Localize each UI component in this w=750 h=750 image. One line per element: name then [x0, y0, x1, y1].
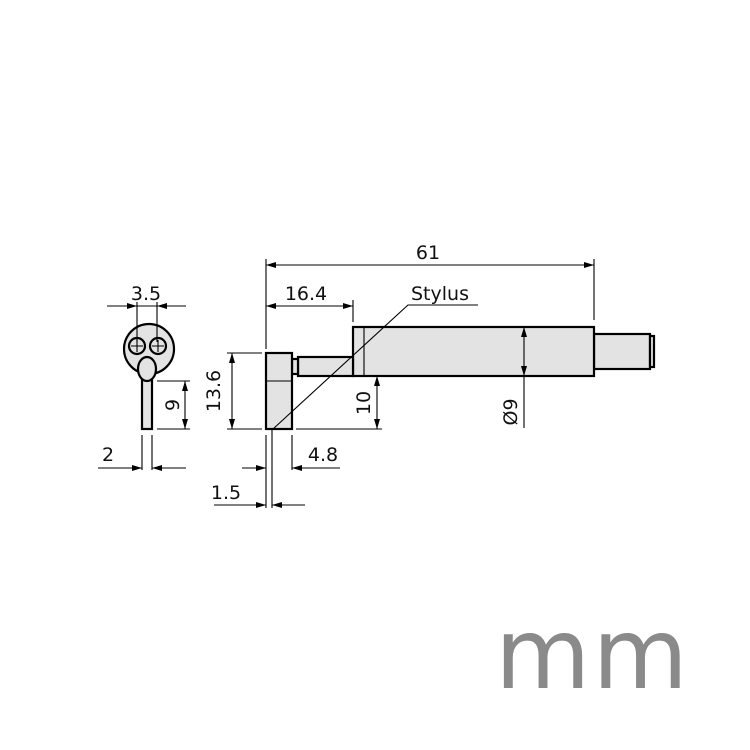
label-4-8: 4.8 — [308, 444, 338, 466]
tip-oval — [136, 355, 158, 383]
dim-tip-width — [98, 435, 186, 471]
stylus-leader — [272, 304, 478, 430]
dim-stylus-offset — [266, 300, 354, 322]
rear-rod — [592, 332, 652, 371]
dim-head-height — [227, 352, 262, 430]
label-3-5: 3.5 — [131, 283, 161, 305]
dim-block-width — [242, 429, 340, 508]
label-diameter: Ø9 — [500, 398, 522, 425]
end-view — [122, 322, 176, 431]
label-2: 2 — [102, 444, 114, 466]
label-13-6: 13.6 — [203, 370, 225, 412]
unit-label: mm — [495, 598, 690, 712]
front-block — [264, 351, 294, 431]
label-9: 9 — [162, 399, 184, 411]
label-10: 10 — [353, 391, 375, 415]
label-16-4: 16.4 — [285, 283, 327, 305]
side-view — [264, 304, 656, 431]
dim-head-width — [107, 302, 186, 342]
main-body — [351, 325, 596, 378]
tip-stem — [140, 378, 154, 431]
shaft — [296, 355, 355, 378]
label-1-5: 1.5 — [211, 482, 241, 504]
stylus-label: Stylus — [411, 283, 469, 305]
dim-body-height — [296, 375, 382, 430]
dim-tip-height — [157, 380, 190, 430]
label-61: 61 — [416, 242, 440, 264]
